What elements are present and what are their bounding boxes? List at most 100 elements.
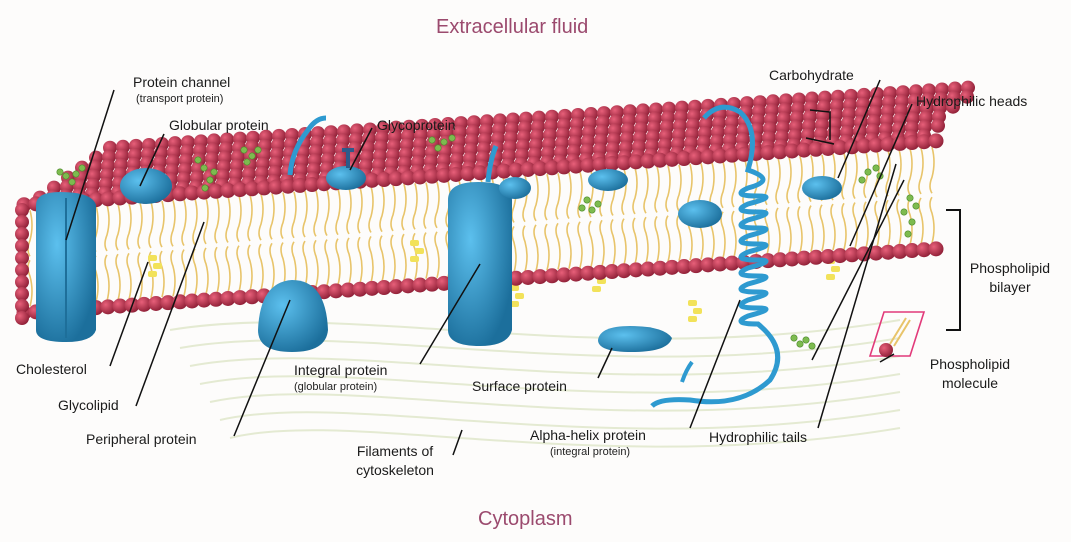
lipid-tail xyxy=(435,182,439,228)
lipid-tail xyxy=(270,193,274,239)
lipid-tail xyxy=(897,199,901,245)
highlight-tails xyxy=(890,318,910,346)
lipid-tail xyxy=(314,240,318,286)
lipid-tail xyxy=(644,167,648,213)
glycoprotein xyxy=(326,166,366,190)
phospholipid-head xyxy=(15,227,29,241)
surface-knob xyxy=(588,169,628,191)
lipid-tail xyxy=(787,157,791,203)
sugar-bead xyxy=(584,197,590,203)
sugar-bead xyxy=(63,173,69,179)
embedded-protein xyxy=(678,200,722,228)
lipid-tail xyxy=(369,236,373,282)
sugar-bead xyxy=(202,185,208,191)
sugar-bead xyxy=(809,343,815,349)
lipid-tail xyxy=(303,241,307,287)
cholesterol-molecule xyxy=(515,293,524,299)
sugar-bead xyxy=(907,195,913,201)
lipid-tail xyxy=(160,251,164,297)
lipid-tail xyxy=(666,166,670,212)
lipid-tail xyxy=(347,238,351,284)
lipid-tail xyxy=(677,165,681,211)
sugar-bead xyxy=(244,159,250,165)
leader-line xyxy=(812,180,904,360)
lipid-tail xyxy=(358,237,362,283)
surface-protein xyxy=(598,326,672,352)
alpha-helix-protein-label: Alpha-helix protein xyxy=(530,427,646,443)
lipid-tail xyxy=(325,240,329,286)
lipid-tail xyxy=(193,249,197,295)
sugar-bead xyxy=(211,169,217,175)
integral-protein-label: Integral protein xyxy=(294,362,387,378)
lipid-tail xyxy=(402,184,406,230)
phospholipid-head xyxy=(15,203,29,217)
sugar-bead xyxy=(241,147,247,153)
cholesterol-label: Cholesterol xyxy=(16,361,87,377)
lipid-tail xyxy=(127,203,131,249)
lipid-tail xyxy=(589,221,593,267)
lipid-tail xyxy=(138,253,142,299)
lipid-tail xyxy=(666,216,670,262)
phospholipid-head xyxy=(15,215,29,229)
carbohydrate-label: Carbohydrate xyxy=(769,67,854,83)
lipid-tail xyxy=(171,250,175,296)
cholesterol-molecule xyxy=(148,271,157,277)
helix-tail xyxy=(682,362,692,382)
lipid-tail xyxy=(171,200,175,246)
lipid-tail xyxy=(600,220,604,266)
protein-channel-label: Protein channel xyxy=(133,74,230,90)
leader-line xyxy=(110,262,148,366)
lipid-tail xyxy=(237,246,241,292)
phospholipid-bilayer-label-2: bilayer xyxy=(955,279,1065,295)
surface-protein-label: Surface protein xyxy=(472,378,567,394)
phospholipid-head xyxy=(15,311,29,325)
lipid-tail xyxy=(798,156,802,202)
lipid-tail xyxy=(226,246,230,292)
lipid-tail xyxy=(248,195,252,241)
lipid-tail xyxy=(721,162,725,208)
lipid-tail xyxy=(105,205,109,251)
sugar-bead xyxy=(195,157,201,163)
lipid-tail xyxy=(721,212,725,258)
phospholipid-head xyxy=(15,287,29,301)
sugar-bead xyxy=(873,165,879,171)
glycoprotein-label: Glycoprotein xyxy=(377,117,456,133)
extracellular-fluid-label: Extracellular fluid xyxy=(436,16,588,39)
lipid-tail xyxy=(512,226,516,272)
lipid-tail xyxy=(930,147,934,193)
cholesterol-molecule xyxy=(592,286,601,292)
sugar-bead xyxy=(579,205,585,211)
lipid-tail xyxy=(380,236,384,282)
filaments-label-1: Filaments of xyxy=(335,443,455,459)
lipid-tail xyxy=(336,189,340,235)
sugar-bead xyxy=(207,177,213,183)
lipid-tail xyxy=(567,173,571,219)
lipid-tail xyxy=(259,194,263,240)
leader-line xyxy=(818,164,896,428)
lipid-tail xyxy=(545,224,549,270)
lipid-tail xyxy=(237,196,241,242)
lipid-tail xyxy=(314,190,318,236)
lipid-tail xyxy=(424,233,428,279)
cholesterol-molecule xyxy=(410,240,419,246)
lipid-tail xyxy=(182,200,186,246)
lipid-tail xyxy=(644,217,648,263)
lipid-tail xyxy=(919,148,923,194)
sugar-bead xyxy=(905,231,911,237)
lipid-tail xyxy=(369,186,373,232)
lipid-tail xyxy=(248,245,252,291)
lipid-tail xyxy=(820,205,824,251)
lipid-tail xyxy=(743,210,747,256)
lipid-tail xyxy=(611,219,615,265)
sugar-bead xyxy=(435,145,441,151)
highlight-head xyxy=(879,343,893,357)
sugar-bead xyxy=(73,171,79,177)
phospholipid-head xyxy=(931,119,945,133)
filaments-label-2: cytoskeleton xyxy=(335,462,455,478)
lipid-tail xyxy=(270,243,274,289)
lipid-tail xyxy=(776,208,780,254)
lipid-tail xyxy=(677,215,681,261)
lipid-tail xyxy=(226,196,230,242)
cholesterol-molecule xyxy=(148,255,157,261)
